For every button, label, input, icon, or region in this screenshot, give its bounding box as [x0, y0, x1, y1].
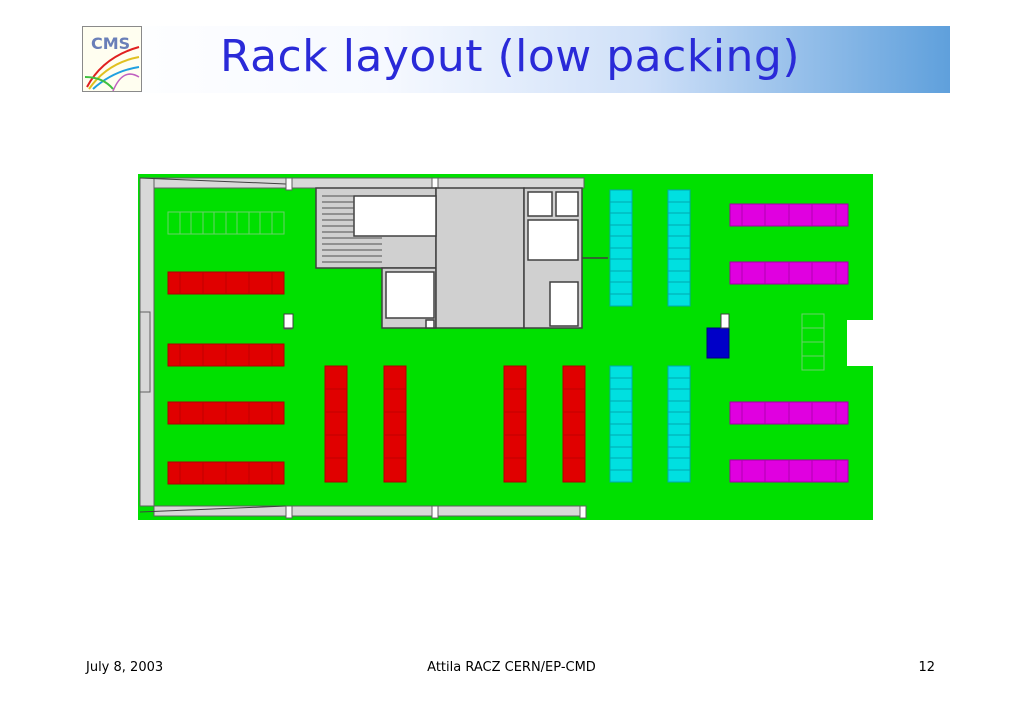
rack — [324, 365, 348, 483]
rack-empty-right — [801, 313, 825, 371]
rack-empty-left — [167, 211, 285, 235]
floor-notch — [847, 320, 875, 366]
rack — [562, 365, 586, 483]
footer-date: July 8, 2003 — [86, 660, 164, 675]
page-title: Rack layout (low packing) — [219, 31, 801, 82]
staircase — [322, 195, 382, 263]
rack — [383, 365, 407, 483]
red-racks-vertical — [324, 365, 586, 483]
logo-text: CMS — [91, 34, 130, 53]
title-bar — [79, 26, 950, 93]
blue-unit — [706, 327, 730, 359]
pillar — [283, 313, 294, 329]
rack-floorplan — [138, 174, 875, 520]
footer-page-number: 12 — [918, 660, 935, 675]
rack — [503, 365, 527, 483]
footer-author: Attila RACZ CERN/EP-CMD — [427, 660, 596, 675]
blue-unit-cap — [720, 313, 730, 329]
cms-logo: CMS — [82, 26, 142, 92]
building-core — [315, 187, 583, 329]
